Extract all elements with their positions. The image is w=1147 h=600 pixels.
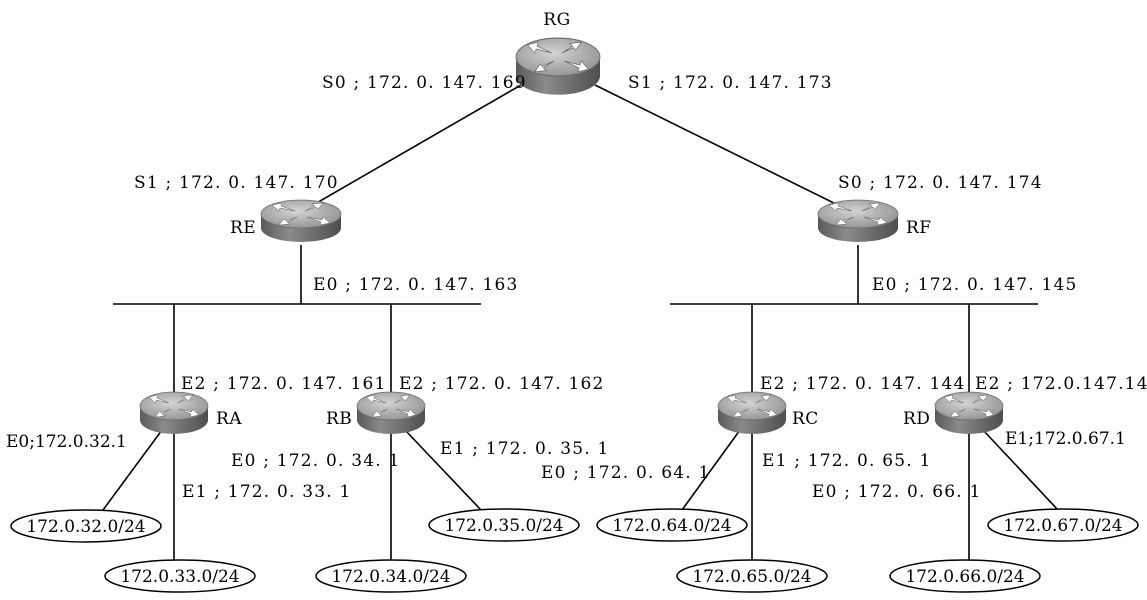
rc-e1-label: E1 ; 172. 0. 65. 1 bbox=[762, 451, 932, 471]
network-label: 172.0.67.0/24 bbox=[1003, 516, 1122, 536]
router-rg[interactable]: RG bbox=[515, 10, 601, 96]
link-rc-n64 bbox=[681, 429, 741, 511]
rb-e2-label: E2 ; 172. 0. 147. 162 bbox=[399, 374, 605, 394]
rd-e2-label: E2 ; 172.0.147.146 bbox=[975, 374, 1147, 394]
rd-e1-label: E1;172.0.67.1 bbox=[1005, 429, 1126, 449]
router-icon bbox=[717, 391, 787, 435]
router-icon bbox=[356, 391, 426, 435]
network-ellipse bbox=[889, 559, 1041, 593]
network-n34[interactable]: 172.0.34.0/24 bbox=[315, 559, 467, 593]
router-rc[interactable]: RC bbox=[717, 391, 819, 435]
router-icon bbox=[817, 199, 899, 243]
network-ellipse bbox=[428, 508, 580, 542]
router-icon bbox=[934, 391, 1004, 435]
network-ellipse bbox=[676, 559, 828, 593]
network-label: 172.0.66.0/24 bbox=[905, 567, 1024, 587]
network-label: 172.0.34.0/24 bbox=[331, 567, 450, 587]
link-rg-rf bbox=[594, 84, 853, 213]
router-rg-name: RG bbox=[543, 10, 570, 30]
network-label: 172.0.32.0/24 bbox=[26, 517, 145, 537]
network-ellipse bbox=[315, 559, 467, 593]
network-n32[interactable]: 172.0.32.0/24 bbox=[10, 509, 162, 543]
network-label: 172.0.65.0/24 bbox=[692, 567, 811, 587]
network-n67[interactable]: 172.0.67.0/24 bbox=[987, 508, 1139, 542]
re-e0-label: E0 ; 172. 0. 147. 163 bbox=[313, 275, 519, 295]
rb-e0-label: E0 ; 172. 0. 34. 1 bbox=[231, 451, 401, 471]
network-ellipse bbox=[596, 508, 748, 542]
router-rb-name: RB bbox=[326, 409, 352, 429]
network-n64[interactable]: 172.0.64.0/24 bbox=[596, 508, 748, 542]
network-ellipse bbox=[987, 508, 1139, 542]
router-icon bbox=[139, 391, 209, 435]
router-re[interactable]: RE bbox=[230, 199, 342, 243]
network-n65[interactable]: 172.0.65.0/24 bbox=[676, 559, 828, 593]
router-rd[interactable]: RD bbox=[903, 391, 1004, 435]
rd-e0-label: E0 ; 172. 0. 66. 1 bbox=[812, 482, 982, 502]
network-n35[interactable]: 172.0.35.0/24 bbox=[428, 508, 580, 542]
network-label: 172.0.64.0/24 bbox=[612, 516, 731, 536]
rg-s1-label: S1 ; 172. 0. 147. 173 bbox=[628, 73, 833, 93]
rf-s0-label: S0 ; 172. 0. 147. 174 bbox=[838, 173, 1043, 193]
router-ra[interactable]: RA bbox=[139, 391, 242, 435]
links bbox=[102, 84, 1059, 564]
interface-labels: S0 ; 172. 0. 147. 169 S1 ; 172. 0. 147. … bbox=[6, 73, 1147, 502]
router-rf[interactable]: RF bbox=[817, 199, 932, 243]
network-n66[interactable]: 172.0.66.0/24 bbox=[889, 559, 1041, 593]
router-re-name: RE bbox=[230, 218, 256, 238]
rc-e2-label: E2 ; 172. 0. 147. 144 bbox=[760, 374, 966, 394]
rf-e0-label: E0 ; 172. 0. 147. 145 bbox=[872, 275, 1078, 295]
router-rc-name: RC bbox=[792, 409, 819, 429]
router-rf-name: RF bbox=[906, 218, 932, 238]
router-icon bbox=[260, 199, 342, 243]
network-n33[interactable]: 172.0.33.0/24 bbox=[104, 559, 256, 593]
network-ellipse bbox=[104, 559, 256, 593]
rb-e1-label: E1 ; 172. 0. 35. 1 bbox=[440, 439, 610, 459]
network-label: 172.0.33.0/24 bbox=[120, 567, 239, 587]
link-rd-n67 bbox=[982, 429, 1059, 511]
link-rb-n35 bbox=[404, 429, 482, 511]
rg-s0-label: S0 ; 172. 0. 147. 169 bbox=[322, 73, 527, 93]
router-icon bbox=[515, 37, 601, 96]
network-ellipse bbox=[10, 509, 162, 543]
link-ra-n32 bbox=[102, 429, 163, 511]
ra-e0-label: E0;172.0.32.1 bbox=[6, 432, 127, 452]
network-label: 172.0.35.0/24 bbox=[444, 516, 563, 536]
router-rd-name: RD bbox=[903, 409, 930, 429]
ra-e2-label: E2 ; 172. 0. 147. 161 bbox=[181, 374, 387, 394]
ra-e1-label: E1 ; 172. 0. 33. 1 bbox=[182, 482, 352, 502]
link-rg-re bbox=[300, 84, 522, 213]
re-s1-label: S1 ; 172. 0. 147. 170 bbox=[134, 173, 339, 193]
rc-e0-label: E0 ; 172. 0. 64. 1 bbox=[541, 463, 711, 483]
router-ra-name: RA bbox=[216, 409, 242, 429]
router-rb[interactable]: RB bbox=[326, 391, 426, 435]
